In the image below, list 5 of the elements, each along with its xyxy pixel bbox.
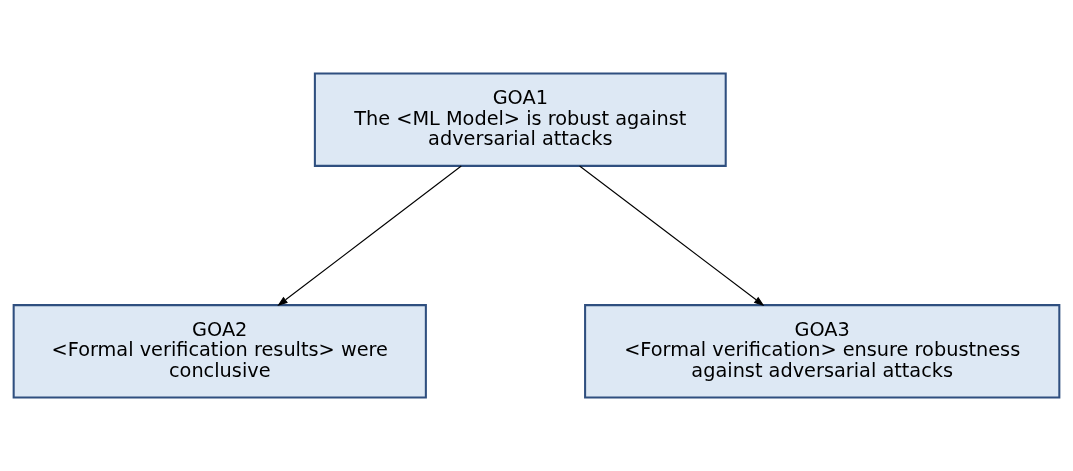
arrow bbox=[579, 165, 765, 307]
node-box: GOA1 The <ML Model> is robust against adversarial attacks bbox=[313, 72, 727, 167]
node-box: GOA2 <Formal verification results> were conclusive bbox=[12, 304, 427, 399]
arrow bbox=[277, 165, 462, 307]
node-box: GOA3 <Formal verification> ensure robustness against adversarial attacks bbox=[584, 304, 1061, 399]
